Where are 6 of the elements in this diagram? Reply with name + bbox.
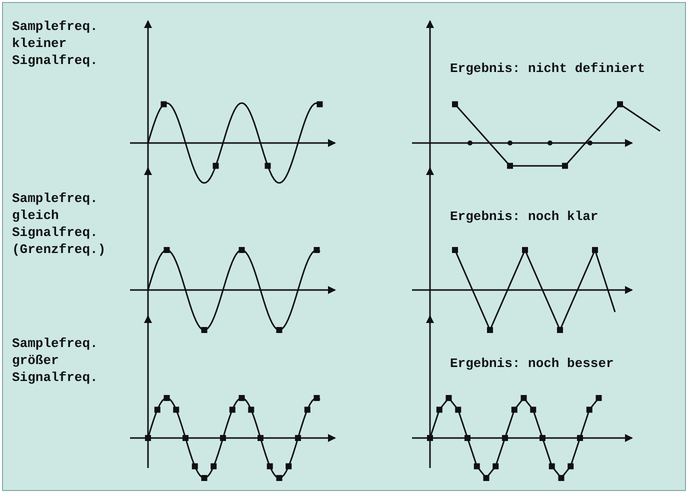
result-caption: Ergebnis: nicht definiert (450, 60, 646, 77)
row-caption: Samplefreq. größer Signalfreq. (12, 335, 99, 386)
row-caption: Samplefreq. kleiner Signalfreq. (12, 18, 99, 69)
row-caption: Samplefreq. gleich Signalfreq. (Grenzfreq.) (12, 190, 107, 258)
result-caption: Ergebnis: noch klar (450, 208, 600, 225)
result-caption: Ergebnis: noch besser (450, 355, 615, 372)
